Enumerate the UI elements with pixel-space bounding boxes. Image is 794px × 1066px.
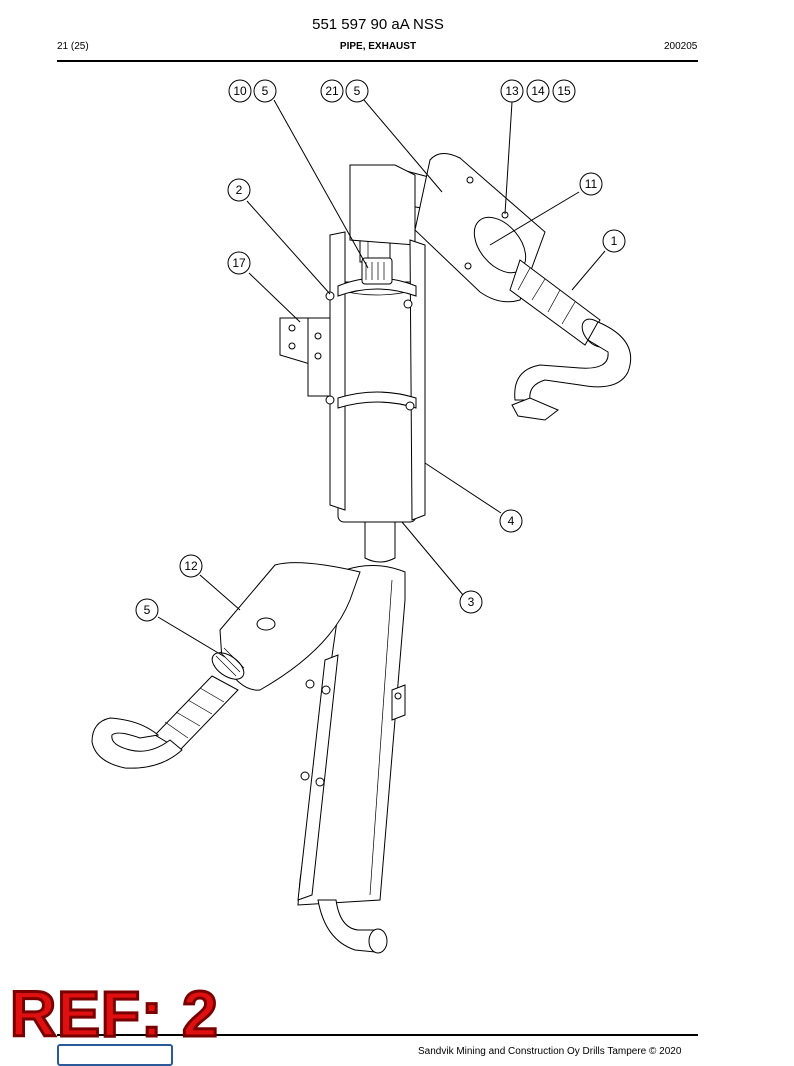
svg-text:17: 17 <box>232 256 246 270</box>
lower-outlet-elbow <box>317 899 388 954</box>
svg-text:14: 14 <box>531 84 545 98</box>
lower-heat-shield-strip <box>297 654 406 901</box>
svg-text:3: 3 <box>468 595 475 609</box>
document-date: 200205 <box>664 41 698 52</box>
callout-12: 12 <box>179 554 203 578</box>
footer-rule <box>57 1034 698 1036</box>
footer-copyright: Sandvik Mining and Construction Oy Drill… <box>418 1046 682 1057</box>
callout-2: 2 <box>227 178 251 202</box>
lower-flex-pipe <box>154 675 239 751</box>
upper-clamp-band <box>325 277 417 411</box>
callout-1: 1 <box>602 229 626 253</box>
callout-5-top-left: 5 <box>253 79 277 103</box>
page-number: 21 (25) <box>57 41 89 52</box>
svg-text:10: 10 <box>233 84 247 98</box>
svg-text:4: 4 <box>508 514 515 528</box>
lower-heat-shield-12 <box>219 562 361 691</box>
svg-text:13: 13 <box>505 84 519 98</box>
callout-3: 3 <box>459 590 483 614</box>
callout-14: 14 <box>526 79 550 103</box>
callout-10: 10 <box>228 79 252 103</box>
mounting-bracket <box>279 317 331 397</box>
lower-turbo-pipe <box>91 717 183 769</box>
pipe-connector-clamp <box>361 257 393 285</box>
ref-stamp: REF: 2 <box>9 978 220 1050</box>
turbo-outlet-pipe <box>511 321 632 421</box>
callout-17: 17 <box>227 251 251 275</box>
elbow-cover-shield <box>349 164 416 246</box>
leader-lines <box>157 99 606 658</box>
callout-11: 11 <box>579 172 603 196</box>
svg-text:5: 5 <box>144 603 151 617</box>
document-id: 551 597 90 aA NSS <box>312 16 444 33</box>
callout-5-lower: 5 <box>135 598 159 622</box>
svg-text:11: 11 <box>585 177 598 191</box>
svg-text:12: 12 <box>184 559 198 573</box>
callout-15: 15 <box>552 79 576 103</box>
svg-text:5: 5 <box>354 84 361 98</box>
callout-5-top-center: 5 <box>345 79 369 103</box>
callout-21: 21 <box>320 79 344 103</box>
svg-text:21: 21 <box>325 84 339 98</box>
svg-text:2: 2 <box>236 183 243 197</box>
svg-text:15: 15 <box>557 84 571 98</box>
callout-4: 4 <box>499 509 523 533</box>
page-title: PIPE, EXHAUST <box>339 41 417 52</box>
clamp-lower <box>211 647 245 680</box>
silencer-heat-shield <box>329 231 426 521</box>
header-rule <box>57 60 698 62</box>
silencer-outlet-pipe <box>364 521 396 563</box>
svg-text:5: 5 <box>262 84 269 98</box>
svg-text:1: 1 <box>611 234 618 248</box>
callout-13: 13 <box>500 79 524 103</box>
